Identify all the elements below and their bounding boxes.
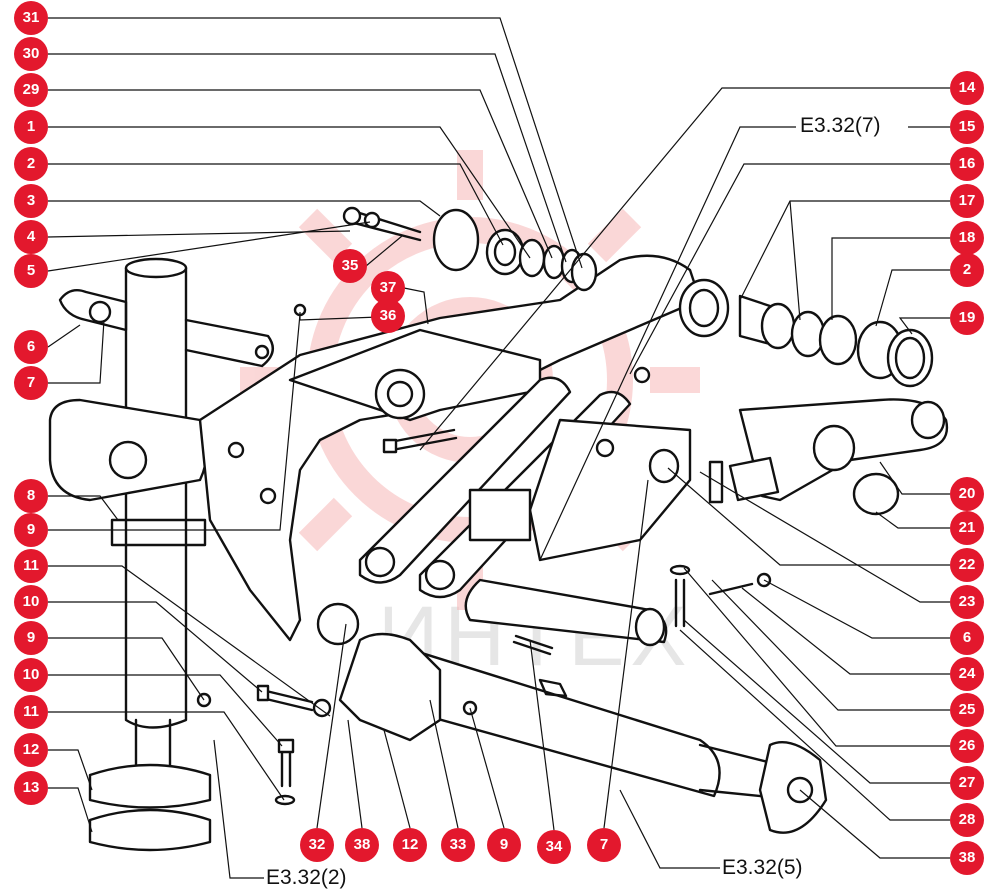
callout-21[interactable]: 21 — [950, 511, 984, 545]
reference-e3-32-5[interactable]: E3.32(5) — [722, 856, 803, 879]
callout-16[interactable]: 16 — [950, 147, 984, 181]
callout-26[interactable]: 26 — [950, 729, 984, 763]
callout-24[interactable]: 24 — [950, 657, 984, 691]
callout-4[interactable]: 4 — [14, 220, 48, 254]
side-link-plate — [708, 398, 949, 516]
upper-cross-arm — [58, 289, 274, 368]
callout-17[interactable]: 17 — [950, 184, 984, 218]
reference-e3-32-2[interactable]: E3.32(2) — [266, 866, 347, 889]
callout-33[interactable]: 33 — [441, 828, 475, 862]
callout-19[interactable]: 19 — [950, 301, 984, 335]
centre-bracket — [288, 328, 542, 422]
callout-27[interactable]: 27 — [950, 766, 984, 800]
diagonal-link-left — [358, 376, 572, 584]
callout-12-bottom[interactable]: 12 — [393, 828, 427, 862]
callout-8[interactable]: 8 — [14, 479, 48, 513]
bolts — [196, 206, 772, 806]
callout-38-right[interactable]: 38 — [950, 841, 984, 875]
callout-3[interactable]: 3 — [14, 184, 48, 218]
callout-10-upper[interactable]: 10 — [14, 585, 48, 619]
callout-20[interactable]: 20 — [950, 477, 984, 511]
callout-32[interactable]: 32 — [300, 828, 334, 862]
callout-6-right[interactable]: 6 — [950, 621, 984, 655]
callout-6-left[interactable]: 6 — [14, 330, 48, 364]
callout-30[interactable]: 30 — [14, 37, 48, 71]
callout-23[interactable]: 23 — [950, 585, 984, 619]
callout-31[interactable]: 31 — [14, 1, 48, 35]
callout-15[interactable]: 15 — [950, 110, 984, 144]
callout-36[interactable]: 36 — [371, 299, 405, 333]
callout-13[interactable]: 13 — [14, 771, 48, 805]
callout-18[interactable]: 18 — [950, 221, 984, 255]
callout-1[interactable]: 1 — [14, 110, 48, 144]
callout-5[interactable]: 5 — [14, 254, 48, 288]
bushing-stack-right — [678, 278, 934, 388]
leader-lines — [47, 17, 950, 879]
callout-2-right[interactable]: 2 — [950, 253, 984, 287]
callout-25[interactable]: 25 — [950, 693, 984, 727]
callout-7-bottom[interactable]: 7 — [587, 828, 621, 862]
clamp-block-left — [48, 398, 209, 502]
right-bracket-block — [468, 418, 692, 562]
washer-stack-top — [432, 208, 598, 292]
callout-34[interactable]: 34 — [537, 830, 571, 864]
callout-28[interactable]: 28 — [950, 803, 984, 837]
lower-clamp-block — [316, 602, 442, 742]
callout-22[interactable]: 22 — [950, 548, 984, 582]
callout-38-bottom[interactable]: 38 — [345, 828, 379, 862]
main-frame-plate — [198, 254, 702, 642]
callout-2-top[interactable]: 2 — [14, 147, 48, 181]
callout-9-bottom[interactable]: 9 — [487, 828, 521, 862]
small-cylinder — [464, 578, 668, 647]
callout-9-upper[interactable]: 9 — [14, 513, 48, 547]
callout-14[interactable]: 14 — [950, 71, 984, 105]
callout-7-left[interactable]: 7 — [14, 366, 48, 400]
callout-35[interactable]: 35 — [333, 249, 367, 283]
callout-9-middle[interactable]: 9 — [14, 621, 48, 655]
vertical-column — [88, 257, 212, 852]
callout-11-upper[interactable]: 11 — [14, 549, 48, 583]
callout-29[interactable]: 29 — [14, 73, 48, 107]
callout-11-lower[interactable]: 11 — [14, 695, 48, 729]
callout-10-lower[interactable]: 10 — [14, 658, 48, 692]
callout-12-left[interactable]: 12 — [14, 733, 48, 767]
reference-e3-32-7[interactable]: E3.32(7) — [800, 114, 881, 137]
